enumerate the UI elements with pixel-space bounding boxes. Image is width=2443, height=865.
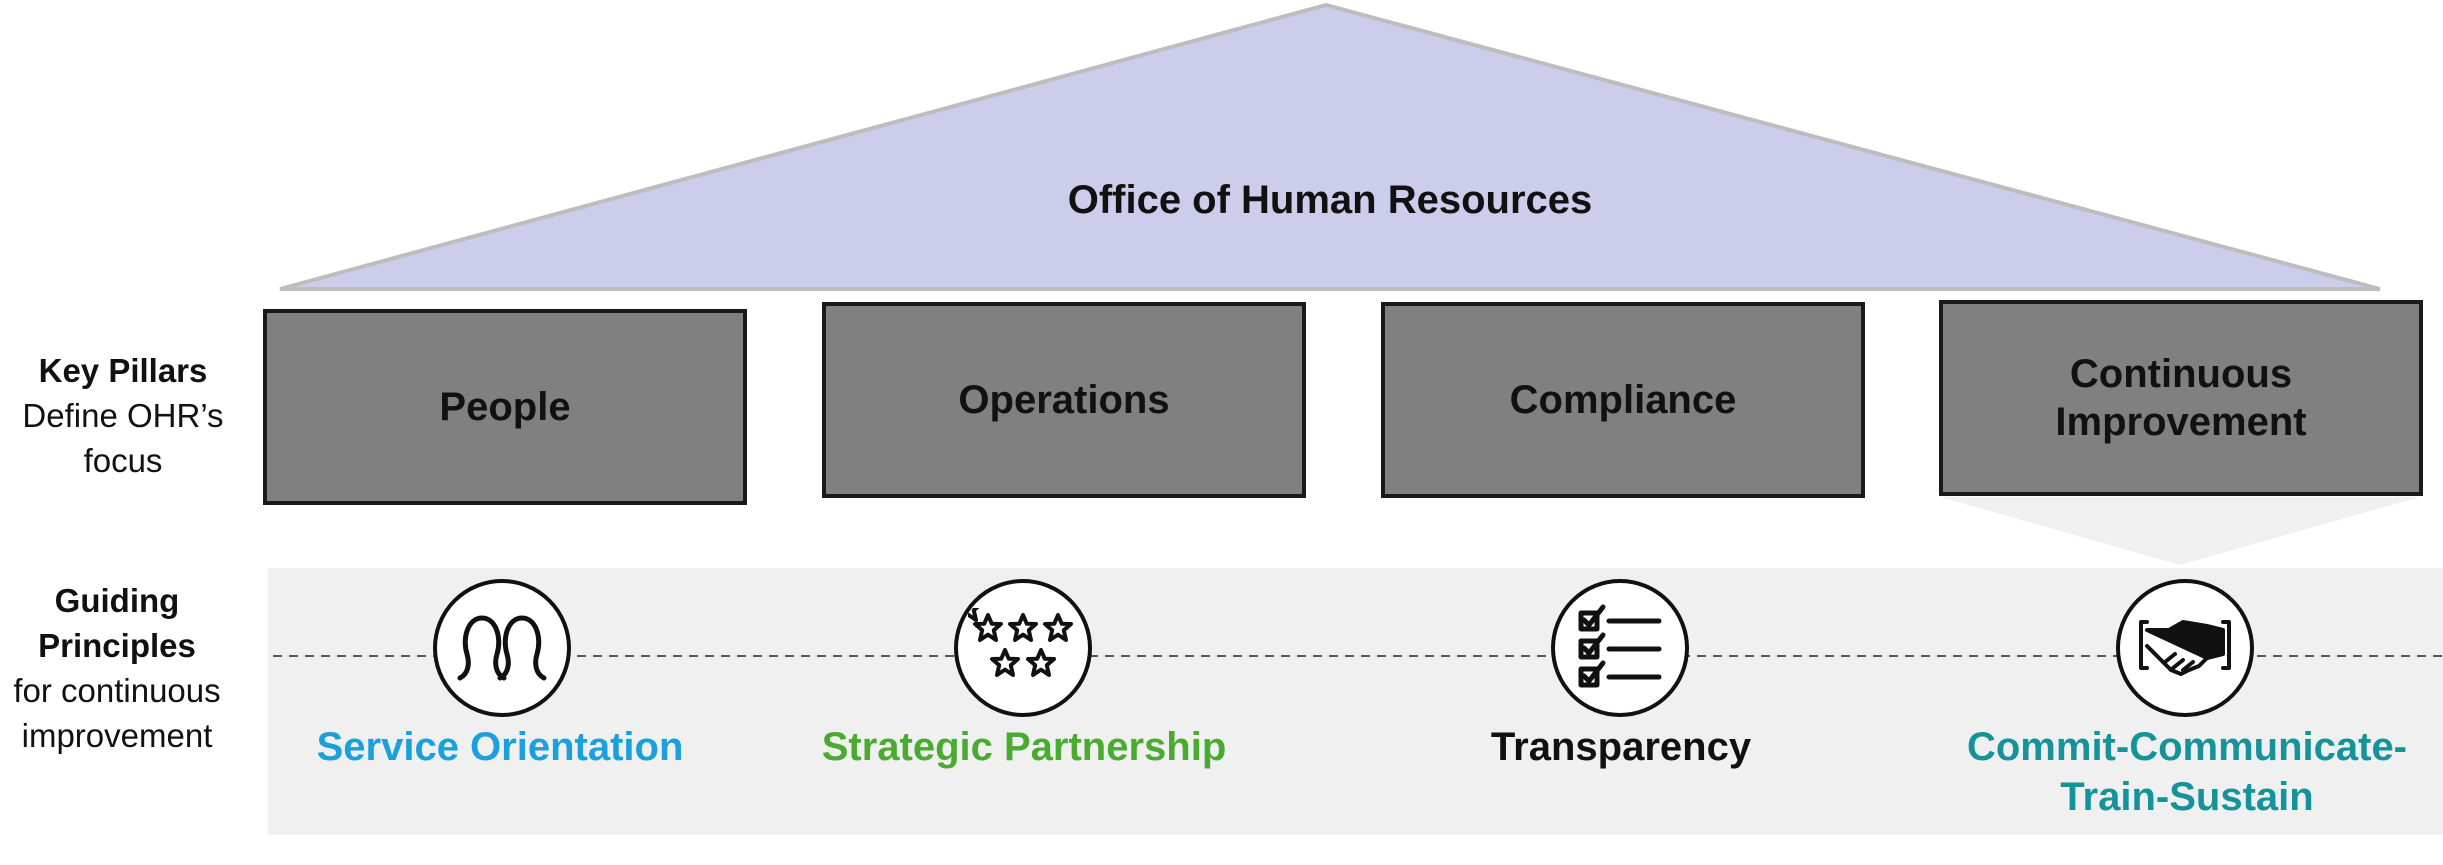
pillar-compliance: Compliance [1381,302,1865,498]
key-pillars-heading: Key Pillars [38,352,208,389]
key-pillars-label: Key Pillars Define OHR’s focus [3,348,243,483]
pillar-people: People [263,309,747,505]
pillar-label: Compliance [1509,378,1737,422]
guiding-principles-heading: Guiding Principles [38,582,196,664]
principles-band [268,568,2443,835]
pillar-label: Operations [958,378,1170,422]
callout-wedge [1940,497,2420,565]
pillar-label: Continuous Improvement [2055,352,2307,444]
pillar-label: People [439,385,571,429]
guiding-principles-label: Guiding Principles for continuous improv… [0,578,237,758]
guiding-principles-description: for continuous improvement [13,672,221,754]
principle-service-orientation: Service Orientation [316,725,684,769]
roof-title: Office of Human Resources [1067,178,1593,222]
pillar-continuous-improvement: Continuous Improvement [1939,300,2423,496]
stars-icon [954,579,1092,717]
handshake-icon [2116,579,2254,717]
key-pillars-description: Define OHR’s focus [22,397,224,479]
principle-transparency: Transparency [1490,725,1752,769]
people-icon [433,579,571,717]
principle-strategic-partnership: Strategic Partnership [821,725,1227,769]
principle-commit-communicate-train-sustain: Commit-Communicate-Train-Sustain [1966,725,2408,819]
checklist-icon [1551,579,1689,717]
roof-shape [279,2,2381,291]
pillar-operations: Operations [822,302,1306,498]
